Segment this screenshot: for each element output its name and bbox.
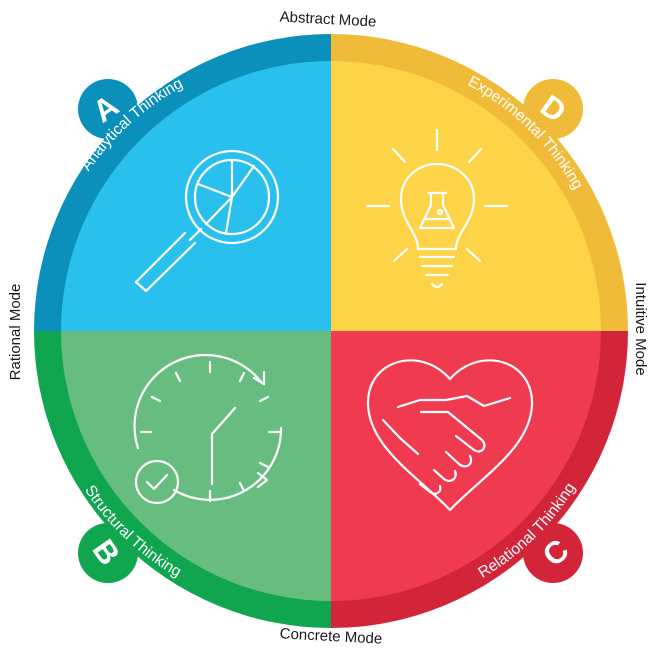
- clock-check-icon: [133, 353, 283, 505]
- heart-handshake-icon: [366, 359, 534, 512]
- magnifier-pie-chart-icon: [134, 149, 280, 293]
- mode-rational: Rational Mode: [7, 284, 24, 381]
- mode-intuitive: Intuitive Mode: [632, 282, 649, 375]
- quadrant-experimental: [331, 61, 601, 331]
- lightbulb-flask-icon: [365, 128, 509, 289]
- mode-concrete: Concrete Mode: [279, 625, 382, 647]
- mode-abstract: Abstract Mode: [279, 8, 376, 30]
